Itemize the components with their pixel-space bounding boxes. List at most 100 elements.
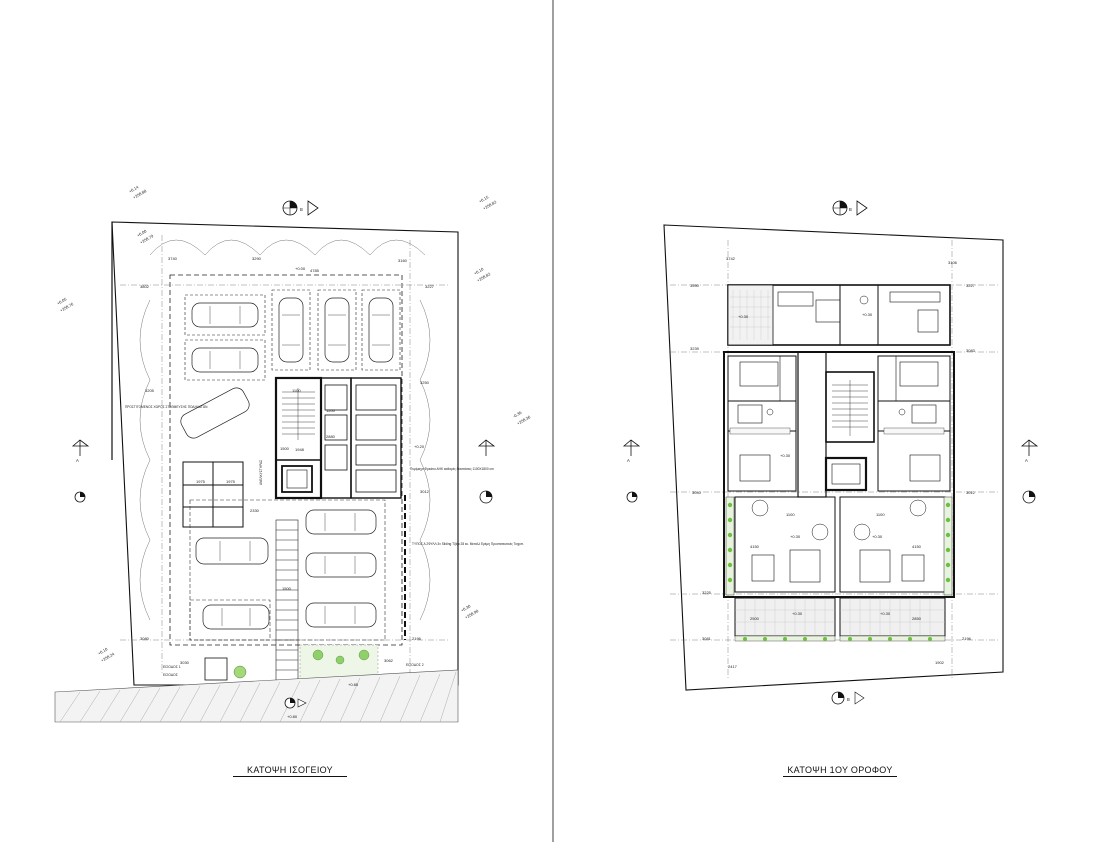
dimension-label: 2880 — [326, 434, 336, 439]
dimension-label: 3742 — [726, 256, 736, 261]
level-label: +0.30 — [792, 611, 803, 616]
first-floor-title-underline — [783, 776, 897, 777]
note-entrance-1: ΕΙΣΟΔΟΣ 1 — [163, 665, 181, 669]
first-floor-core — [797, 351, 875, 498]
dimension-label: 2417 — [728, 664, 738, 669]
dimension-label: 3080 — [140, 636, 150, 641]
dimension-label: 1100 — [876, 512, 885, 517]
ground-floor-plan: B A +0.14 +258.88 +0.15 +258.82 +0 — [54, 184, 532, 723]
note-bicycle-parking: ΠΡΟΣΤΙΤΟΜΕΝΟΣ ΧΩΡΟΣ ΣΤΑΘΜΕΥΣΗΣ ΠΟΔΗΛΑΤΩΝ — [125, 405, 208, 409]
level-label: +0.00 — [295, 266, 306, 271]
pavement — [54, 669, 459, 723]
section-mark-b-bottom — [284, 697, 307, 709]
main-building — [723, 351, 955, 598]
dimension-label: 3205 — [145, 388, 155, 393]
level-label: +0.30 — [880, 611, 891, 616]
ground-floor-title: ΚΑΤΟΨΗ ΙΣΟΓΕΙΟΥ — [247, 765, 333, 775]
side-mark-label: A — [1025, 458, 1028, 463]
first-floor-plan: B B A A +0.30 +0.30 +0.30 +0 — [622, 200, 1039, 705]
site-boundary — [111, 221, 459, 686]
side-mark-label: A — [627, 458, 630, 463]
dimension-label: 3030 — [180, 660, 190, 665]
dimension-label: 3160 — [398, 258, 408, 263]
dimension-label: 3227 — [425, 284, 435, 289]
dimension-label: 3250 — [420, 380, 430, 385]
dimension-label: 3590 — [690, 283, 700, 288]
ground-floor-title-underline — [233, 776, 347, 777]
note-utility-shaft: Πυρίμαχο Φρεάτιο ΑΗΚ καθαρές διαστάσεις … — [410, 467, 494, 471]
ramp — [275, 519, 299, 681]
core-block — [274, 376, 402, 500]
first-floor-title: ΚΑΤΟΨΗ 1ΟΥ ΟΡΟΦΟΥ — [787, 765, 893, 775]
level-label: +0.80 — [287, 714, 298, 719]
level-label: +0.15 — [478, 194, 490, 204]
level-label: +0.30 — [872, 534, 883, 539]
apartment-left — [727, 355, 797, 492]
dimension-label: 2196 — [962, 636, 972, 641]
level-label: -0.36 — [512, 410, 523, 419]
dimension-label: 1200 — [326, 408, 336, 413]
dimension-label: 3083 — [966, 348, 976, 353]
dimension-label: 3106 — [948, 260, 958, 265]
section-mark-a-left: A — [622, 439, 641, 503]
dimension-label: 1948 — [295, 447, 305, 452]
level-label: +0.85 — [348, 682, 359, 687]
dimension-label: 1500 — [280, 446, 290, 451]
side-mark-label: A — [76, 458, 79, 463]
dimension-label: 3012 — [420, 489, 430, 494]
storage-rooms-west — [182, 461, 244, 528]
level-annotations: +0.30 +0.30 +0.30 +0.30 +0.30 +0.30 +0.3… — [738, 312, 891, 616]
section-mark-label: B — [300, 207, 303, 212]
dimension-labels: 3742 3106 3227 3590 3239 3083 3040 3012 … — [690, 256, 976, 669]
level-label: +0.30 — [862, 312, 873, 317]
section-mark-a-left: A — [71, 439, 90, 503]
dimension-label: 3239 — [690, 346, 700, 351]
dimension-label: 1975 — [226, 479, 236, 484]
note-entrance-2: ΕΙΣΟΔΟΣ 2 — [406, 663, 424, 667]
site-boundary — [663, 224, 1004, 691]
dimension-label: 4150 — [750, 544, 760, 549]
note-elevator: ΑΝΕΛΚΥΣΤΗΡΑΣ — [259, 460, 263, 485]
planters — [725, 496, 953, 642]
level-label: +0.30 — [780, 453, 791, 458]
section-mark-label: B — [849, 207, 852, 212]
dimension-label: 3802 — [140, 284, 150, 289]
dimension-label: 3225 — [702, 590, 712, 595]
plan-notes: ΠΡΟΣΤΙΤΟΜΕΝΟΣ ΧΩΡΟΣ ΣΤΑΘΜΕΥΣΗΣ ΠΟΔΗΛΑΤΩΝ… — [125, 405, 524, 677]
level-label: +0.10 — [97, 646, 109, 656]
parked-cars — [180, 297, 394, 630]
level-label: +0.30 — [790, 534, 801, 539]
dimension-label: 1100 — [292, 388, 301, 393]
balconies — [734, 597, 946, 637]
parking-stalls-north — [184, 289, 401, 381]
section-mark-b-bottom: B — [831, 691, 865, 705]
level-label: +0.10 — [473, 266, 485, 276]
dimension-label: 3081 — [702, 636, 712, 641]
section-mark-label: B — [847, 697, 850, 702]
section-mark-a-right: A — [1020, 439, 1039, 504]
dimension-label: 2330 — [250, 508, 260, 513]
level-label: +0.05 — [56, 296, 68, 306]
level-label: +0.30 — [738, 314, 749, 319]
dimension-label: 1100 — [786, 512, 795, 517]
note-entrance: ΕΙΣΟΔΟΣ — [163, 673, 178, 677]
section-mark-b-top: B — [832, 200, 868, 216]
dimension-label: 1975 — [196, 479, 206, 484]
dimension-label: 1500 — [282, 586, 292, 591]
section-mark-a-right — [477, 439, 496, 504]
dimension-labels: 3740 3290 4785 3160 3227 3802 3250 3205 … — [140, 256, 435, 665]
dimension-label: 3227 — [966, 283, 976, 288]
building-outline — [169, 274, 403, 646]
upper-volume — [727, 284, 951, 346]
dimension-label: 3290 — [252, 256, 262, 261]
level-label: +0.30 — [460, 603, 472, 613]
level-annotations: +0.14 +258.88 +0.15 +258.82 +0.00 +258.7… — [56, 184, 532, 719]
dimension-label: 3040 — [692, 490, 702, 495]
level-label: +0.14 — [128, 184, 140, 194]
dimension-label: 4785 — [310, 268, 320, 273]
dimension-label: 1902 — [935, 660, 945, 665]
note-window-type: ΤΥΠΟΣ Α 2ΦΥΛΛ 3x Sliding Τζάμι 28 εκ. Με… — [412, 542, 524, 546]
dimension-label: 3012 — [966, 490, 976, 495]
level-label: +0.00 — [136, 228, 148, 238]
